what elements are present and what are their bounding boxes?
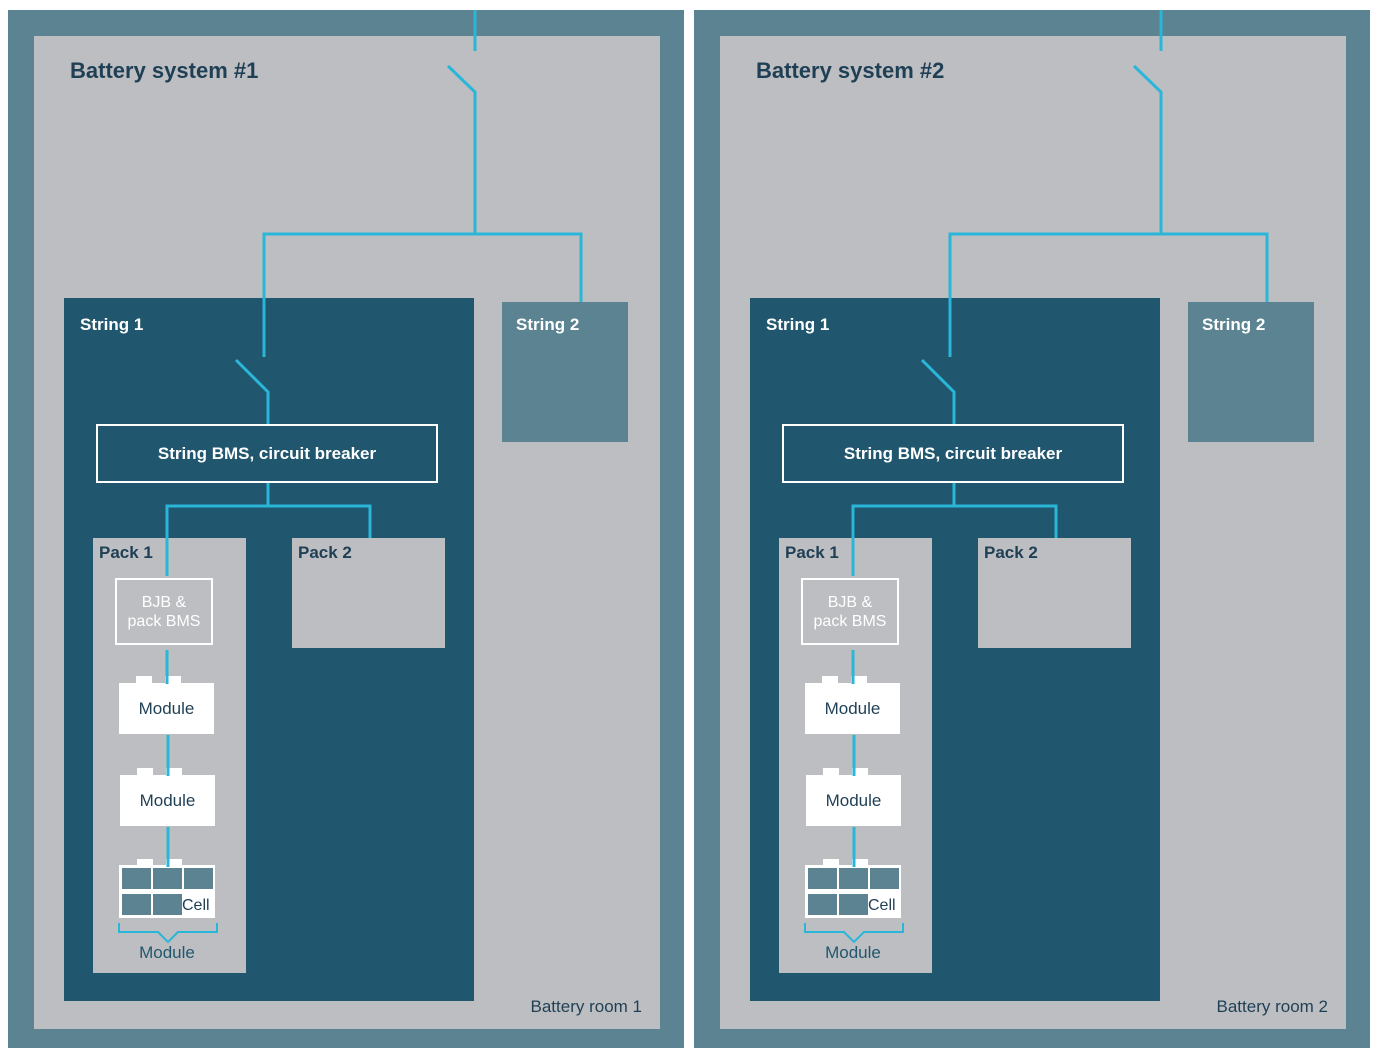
cell [122,868,151,889]
module-box: Module [119,683,214,734]
cell [808,868,837,889]
bjb-label-line2: pack BMS [127,612,201,630]
pack-1-box: Pack 1 BJB & pack BMS Module Module [93,538,246,973]
module-terminal [166,859,182,866]
module-label: Module [139,790,196,810]
module-label: Module [824,698,881,718]
string-1-label: String 1 [766,315,830,334]
string-2-box: String 2 [502,302,628,442]
module-terminal [822,676,838,683]
module-group-label: Module [139,943,195,962]
module-terminal [823,859,839,866]
cell [870,868,899,889]
string-2-label: String 2 [1202,315,1266,334]
module-box: Module [805,683,900,734]
string-2-label: String 2 [516,315,580,334]
bjb-pack-bms-box: BJB & pack BMS [801,578,899,645]
string-bms-label: String BMS, circuit breaker [843,443,1063,463]
bjb-pack-bms-box: BJB & pack BMS [115,578,213,645]
cell [153,868,182,889]
pack-2-label: Pack 2 [298,543,352,562]
battery-room-1: Battery system #1 String 1 String BMS, c… [8,10,684,1048]
module-terminal [136,676,152,683]
string-1-box: String 1 String BMS, circuit breaker Pac… [750,298,1160,1001]
pack-2-box: Pack 2 [978,538,1131,648]
module-label: Module [825,790,882,810]
pack-1-box: Pack 1 BJB & pack BMS Module Module [779,538,932,973]
bjb-label-line2: pack BMS [813,612,887,630]
string-2-box: String 2 [1188,302,1314,442]
module-box: Module [806,775,901,826]
battery-system-title: Battery system #1 [70,58,259,83]
pack-2-label: Pack 2 [984,543,1038,562]
module-terminal [852,768,868,775]
module-terminal [165,676,181,683]
cell [153,894,182,915]
module-terminal [166,768,182,775]
bjb-label-line1: BJB & [827,593,873,611]
string-bms-box: String BMS, circuit breaker [96,424,438,483]
battery-system-title: Battery system #2 [756,58,945,83]
module-label: Module [138,698,195,718]
battery-system-area: Battery system #1 String 1 String BMS, c… [34,36,660,1029]
string-1-box: String 1 String BMS, circuit breaker Pac… [64,298,474,1001]
pack-2-box: Pack 2 [292,538,445,648]
cell [184,868,213,889]
module-terminal [137,859,153,866]
string-1-label: String 1 [80,315,144,334]
module-group-label: Module [825,943,881,962]
string-bms-label: String BMS, circuit breaker [157,443,377,463]
module-box: Module [120,775,215,826]
module-terminal [823,768,839,775]
module-terminal [137,768,153,775]
cell [808,894,837,915]
module-terminal [851,676,867,683]
battery-room-label: Battery room 1 [530,997,643,1016]
cell [122,894,151,915]
pack-1-label: Pack 1 [99,543,153,562]
battery-room-label: Battery room 2 [1216,997,1329,1016]
pack-1-label: Pack 1 [785,543,839,562]
cell [839,894,868,915]
cell [839,868,868,889]
module-terminal [852,859,868,866]
cell-label: Cell [182,897,210,915]
cell-module-frame: Cell [119,865,215,918]
cell-label: Cell [868,897,896,915]
battery-system-area: Battery system #2 String 1 String BMS, c… [720,36,1346,1029]
string-bms-box: String BMS, circuit breaker [782,424,1124,483]
bjb-label-line1: BJB & [141,593,187,611]
battery-room-2: Battery system #2 String 1 String BMS, c… [694,10,1370,1048]
cell-module-frame: Cell [805,865,901,918]
